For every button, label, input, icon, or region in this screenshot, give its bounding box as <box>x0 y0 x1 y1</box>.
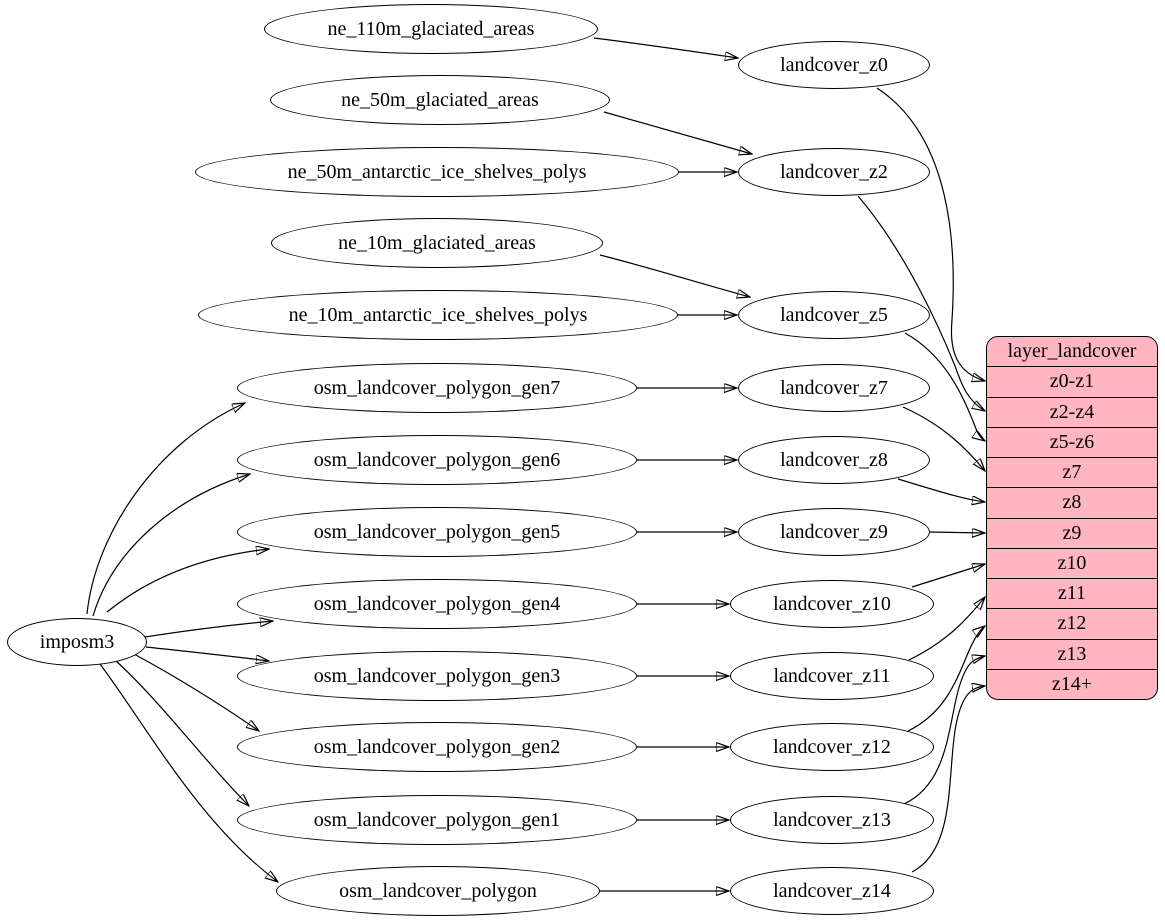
node-osm-landcover-polygon-gen2: osm_landcover_polygon_gen2 <box>237 722 637 772</box>
node-label: ne_50m_glaciated_areas <box>341 89 539 111</box>
node-landcover-z12: landcover_z12 <box>730 723 934 771</box>
node-label: osm_landcover_polygon_gen6 <box>313 449 561 471</box>
node-label: ne_10m_antarctic_ice_shelves_polys <box>288 304 588 326</box>
node-label: osm_landcover_polygon <box>339 880 537 902</box>
node-label: ne_110m_glaciated_areas <box>327 18 535 40</box>
node-osm-landcover-polygon-gen1: osm_landcover_polygon_gen1 <box>237 795 637 845</box>
layer-record-title: layer_landcover <box>1007 340 1137 363</box>
record-row-z12: z12 <box>987 608 1157 638</box>
node-landcover-z10: landcover_z10 <box>730 580 934 628</box>
node-label: osm_landcover_polygon_gen1 <box>313 809 561 831</box>
edge-imposm3-polygon <box>99 663 278 882</box>
node-landcover-z11: landcover_z11 <box>730 652 934 700</box>
edge-ne110m-z0 <box>593 37 738 58</box>
edge-imposm3-gen7 <box>86 403 245 615</box>
node-label: landcover_z14 <box>773 880 891 902</box>
record-row-z11: z11 <box>987 578 1157 608</box>
node-landcover-z2: landcover_z2 <box>738 148 930 196</box>
edge-imposm3-gen4 <box>144 621 273 638</box>
node-ne-110m-glaciated-areas: ne_110m_glaciated_areas <box>264 4 598 54</box>
edge-imposm3-gen6 <box>92 474 250 617</box>
node-landcover-z5: landcover_z5 <box>738 291 930 339</box>
record-row-z14plus: z14+ <box>987 668 1157 699</box>
node-osm-landcover-polygon-gen7: osm_landcover_polygon_gen7 <box>237 363 637 413</box>
record-row-z2-z4: z2-z4 <box>987 396 1157 427</box>
edge-imposm3-gen1 <box>114 659 249 806</box>
record-row-z9: z9 <box>987 517 1157 548</box>
record-row-z8: z8 <box>987 487 1157 517</box>
node-osm-landcover-polygon-gen5: osm_landcover_polygon_gen5 <box>237 507 637 557</box>
edge-imposm3-gen2 <box>133 653 259 731</box>
node-label: ne_50m_antarctic_ice_shelves_polys <box>287 161 587 183</box>
node-label: landcover_z11 <box>773 665 891 687</box>
node-landcover-z0: landcover_z0 <box>738 41 930 89</box>
node-label: landcover_z2 <box>780 161 888 183</box>
edge-z14-row <box>911 686 985 873</box>
node-landcover-z13: landcover_z13 <box>730 796 934 844</box>
node-label: osm_landcover_polygon_gen5 <box>313 521 561 543</box>
node-ne-10m-antarctic-ice-shelves-polys: ne_10m_antarctic_ice_shelves_polys <box>198 290 678 340</box>
node-landcover-z14: landcover_z14 <box>730 867 934 915</box>
record-row-z13: z13 <box>987 638 1157 669</box>
node-imposm3-label: imposm3 <box>39 631 115 653</box>
edge-imposm3-gen3 <box>145 646 269 661</box>
node-label: osm_landcover_polygon_gen3 <box>313 665 561 687</box>
record-row-z7: z7 <box>987 457 1157 487</box>
node-label: landcover_z0 <box>780 54 888 76</box>
node-label: landcover_z9 <box>780 521 888 543</box>
edge-z9-row <box>929 532 985 533</box>
node-label: landcover_z12 <box>773 736 891 758</box>
node-label: osm_landcover_polygon_gen7 <box>313 377 561 399</box>
node-osm-landcover-polygon-gen4: osm_landcover_polygon_gen4 <box>237 579 637 629</box>
node-label: osm_landcover_polygon_gen2 <box>313 736 561 758</box>
node-ne-50m-glaciated-areas: ne_50m_glaciated_areas <box>270 75 610 125</box>
edge-z0-row <box>876 87 985 381</box>
node-ne-50m-antarctic-ice-shelves-polys: ne_50m_antarctic_ice_shelves_polys <box>195 147 679 197</box>
edge-ne50m-z2 <box>603 111 752 154</box>
node-label: landcover_z7 <box>780 377 888 399</box>
record-row-z5-z6: z5-z6 <box>987 426 1157 457</box>
edge-z10-row <box>911 564 985 588</box>
node-imposm3: imposm3 <box>7 618 147 666</box>
node-label: landcover_z5 <box>780 304 888 326</box>
node-osm-landcover-polygon-gen3: osm_landcover_polygon_gen3 <box>237 651 637 701</box>
node-osm-landcover-polygon-gen6: osm_landcover_polygon_gen6 <box>237 435 637 485</box>
node-ne-10m-glaciated-areas: ne_10m_glaciated_areas <box>271 218 603 268</box>
node-label: osm_landcover_polygon_gen4 <box>313 593 561 615</box>
record-row-z0-z1: z0-z1 <box>987 366 1157 396</box>
edge-z8-row <box>897 478 985 502</box>
layer-record: layer_landcover z0-z1 z2-z4 z5-z6 z7 z8 … <box>986 336 1158 700</box>
node-label: landcover_z10 <box>773 593 891 615</box>
edge-ne10m-z5 <box>599 254 750 297</box>
node-osm-landcover-polygon: osm_landcover_polygon <box>276 866 600 916</box>
node-landcover-z8: landcover_z8 <box>738 436 930 484</box>
node-label: landcover_z8 <box>780 449 888 471</box>
record-row-z10: z10 <box>987 547 1157 578</box>
node-landcover-z9: landcover_z9 <box>738 508 930 556</box>
node-label: ne_10m_glaciated_areas <box>338 232 536 254</box>
node-landcover-z7: landcover_z7 <box>738 364 930 412</box>
node-label: landcover_z13 <box>773 809 891 831</box>
